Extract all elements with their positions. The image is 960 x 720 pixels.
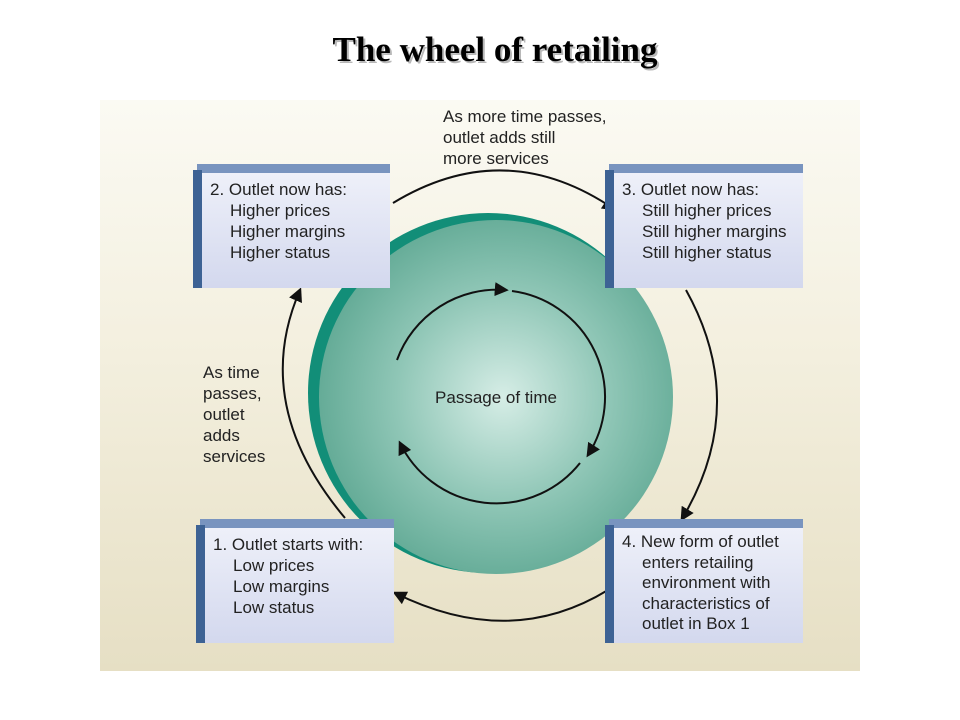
box-3-line: Still higher margins [642,222,787,241]
inner-arrow-bottom [398,440,581,505]
box-4-line: outlet in Box 1 [642,614,750,633]
outer-arrow-right [680,289,718,522]
box-2-heading: 2. Outlet now has: [210,180,348,199]
box-3: 3. Outlet now has: Still higher prices S… [605,164,803,288]
top-arrow-label: As more time passes, outlet adds still m… [443,107,607,168]
box-1-heading: 1. Outlet starts with: [213,535,364,554]
box-2: 2. Outlet now has: Higher prices Higher … [193,164,390,288]
box-4-heading: 4. New form of outlet [622,532,779,551]
inner-arrow-top [396,282,509,361]
outer-arrow-left [281,287,346,519]
box-4-line: characteristics of [642,593,770,613]
box-3-line: Still higher prices [642,201,772,220]
box-4-line: enters retailing [642,552,754,572]
outer-arrow-top [392,169,617,211]
box-2-line: Higher prices [230,201,331,220]
box-1-line: Low status [233,598,315,617]
outer-cycle-arrows [281,169,718,622]
box-4: 4. New form of outlet enters retailing e… [605,519,803,643]
box-4-line: environment with [642,573,771,592]
box-1: 1. Outlet starts with: Low prices Low ma… [196,519,394,643]
inner-cycle-arrows [396,282,607,505]
passage-of-time-label: Passage of time [435,388,557,407]
box-1-line: Low prices [233,556,315,575]
outer-arrow-bottom [392,589,609,622]
box-3-heading: 3. Outlet now has: [622,180,760,199]
box-1-line: Low margins [233,577,330,596]
box-3-line: Still higher status [642,243,772,262]
box-2-line: Higher margins [230,222,346,241]
box-2-line: Higher status [230,243,331,262]
left-arrow-label: As time passes, outlet adds services [203,363,266,466]
wheel-face [319,220,673,574]
inner-arrow-right [511,290,607,458]
page-title: The wheel of retailing [332,30,658,69]
